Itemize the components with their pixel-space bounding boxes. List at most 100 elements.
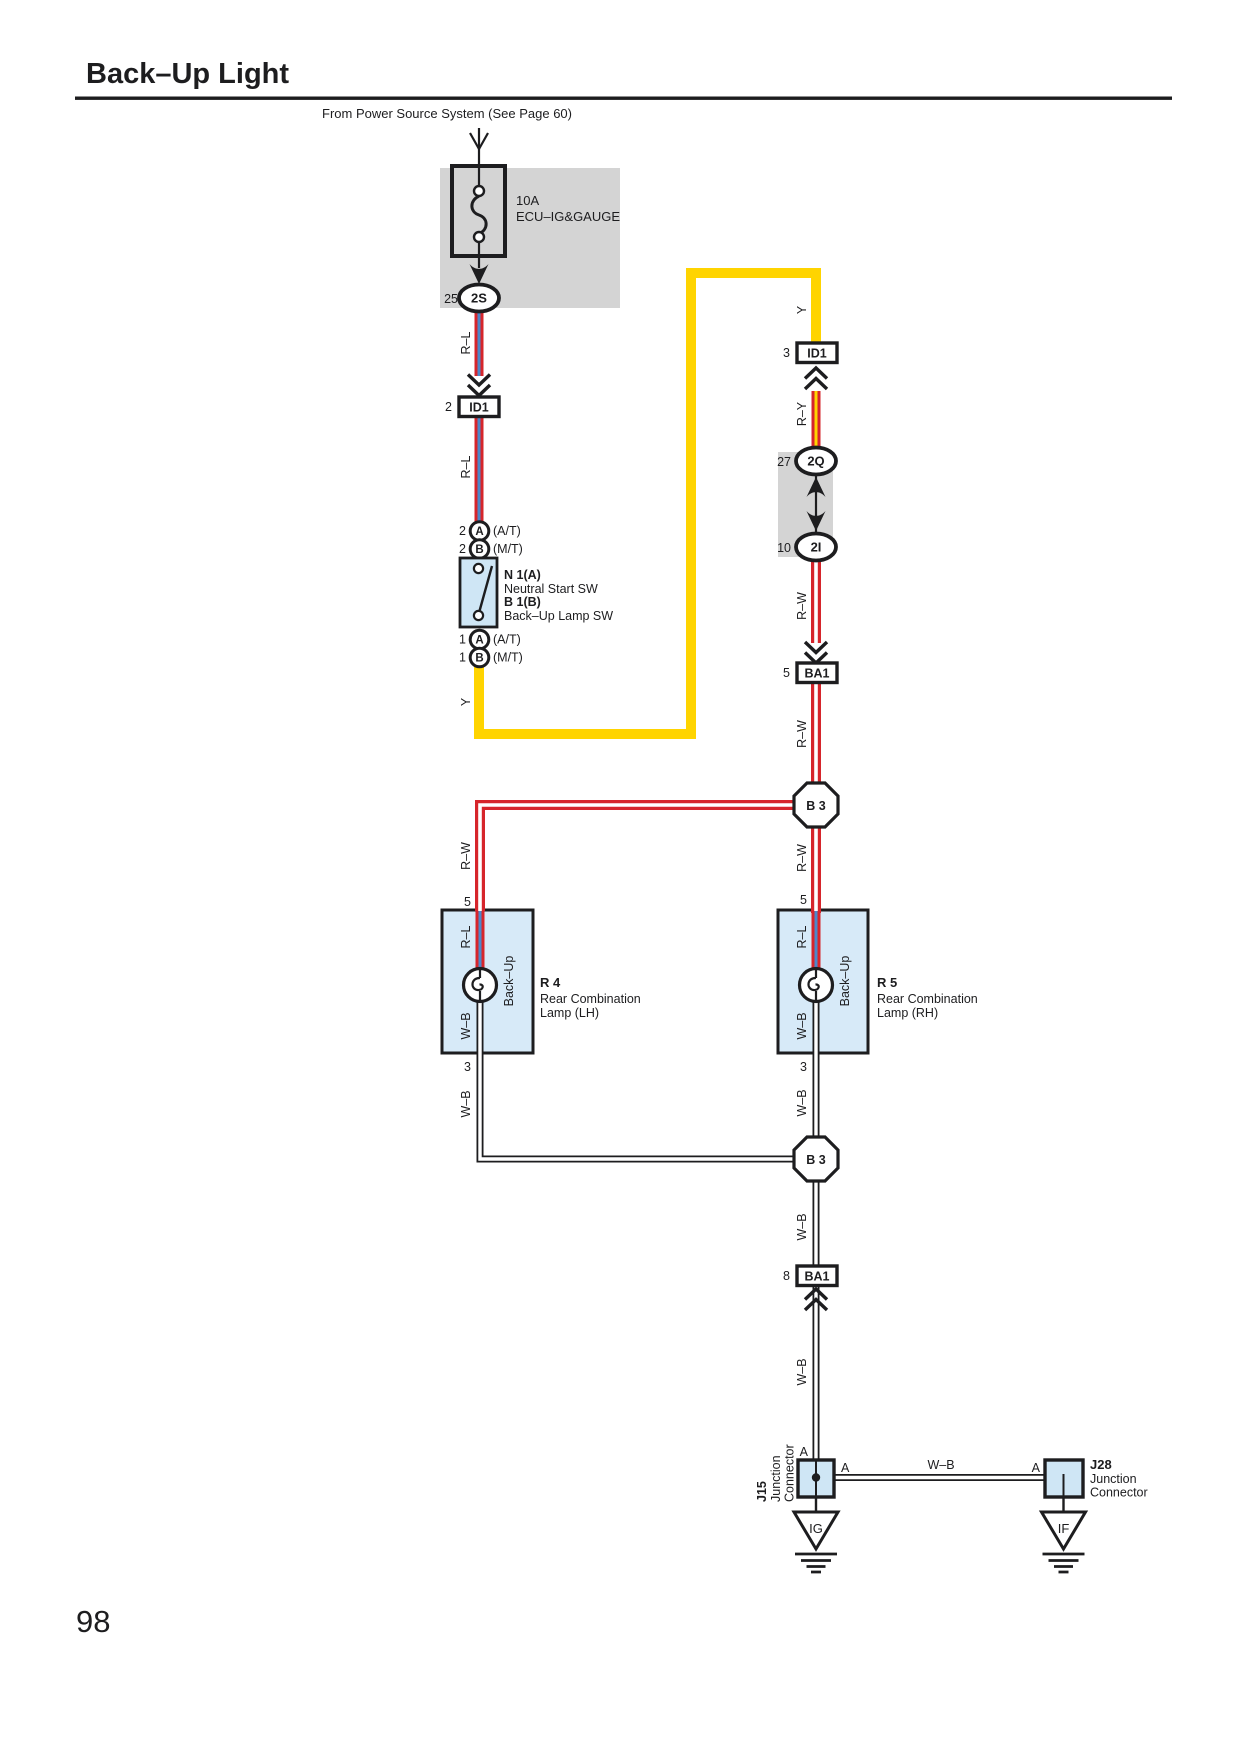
wire-label-y-left: Y	[459, 697, 473, 706]
title-rule	[75, 96, 1172, 100]
feed-arrowhead-icon	[469, 132, 489, 150]
terminal-1b	[468, 646, 491, 669]
fuse-rating: 10A	[516, 193, 539, 208]
connector-2i-code: 2I	[811, 540, 822, 555]
lamp-left-name2: Lamp (LH)	[540, 1006, 599, 1020]
connector-id1-left-code: ID1	[469, 401, 489, 415]
j15-name1: Junction	[769, 1455, 783, 1502]
ground-hatch	[1042, 1552, 1085, 1574]
ground-ig-icon	[791, 1497, 841, 1574]
pin-1a: 1	[459, 633, 466, 647]
lamp-right-wire-out-label: W–B	[795, 1012, 809, 1039]
symbols	[450, 164, 1089, 1574]
connector-ba1-lower-code: BA1	[804, 1270, 829, 1284]
lamp-left-pin-out: 3	[464, 1060, 471, 1074]
trans-mt-lower: (M/T)	[493, 651, 523, 665]
connector-2q-code: 2Q	[807, 454, 824, 469]
pin-5-ba1: 5	[783, 666, 790, 680]
fuse-element-icon	[470, 194, 488, 236]
wire-rw-left	[475, 800, 797, 911]
splice-b3-upper	[792, 781, 840, 829]
j15-pin-top: A	[800, 1445, 809, 1459]
terminal-2a-label: A	[475, 526, 483, 538]
lamp-right-pin-in: 5	[800, 893, 807, 907]
bulb-filament	[471, 976, 484, 992]
wire-label-wb-lower: W–B	[795, 1358, 809, 1385]
ground-if-icon	[1038, 1497, 1089, 1574]
terminal-1a-label: A	[475, 635, 483, 647]
bulb-filament	[807, 976, 820, 992]
trans-at-lower: (A/T)	[493, 633, 521, 647]
connector-2i	[794, 531, 838, 563]
arrow-down-icon	[469, 264, 489, 284]
terminal-1b-label: B	[475, 653, 483, 665]
connector-id1-right	[795, 341, 839, 365]
splice-b3-upper-code: B 3	[806, 799, 826, 813]
wire-label-rw-left: R–W	[459, 842, 473, 870]
connector-ba1-upper-code: BA1	[804, 667, 829, 681]
bulb-left-icon	[461, 966, 499, 1004]
wire-label-ry: R–Y	[795, 401, 809, 426]
splice-b3-lower-code: B 3	[806, 1153, 826, 1167]
fuse-terminal-top	[472, 184, 486, 198]
pin-2b: 2	[459, 542, 466, 556]
chevron-down-icon	[803, 640, 829, 666]
connector-2s	[457, 282, 501, 314]
connector-ba1-lower	[795, 1264, 839, 1288]
lamp-left-name1: Rear Combination	[540, 992, 641, 1006]
wire-label-wb-below-right: W–B	[795, 1089, 809, 1116]
pin-2a: 2	[459, 524, 466, 538]
wire-label-wb-bottom: W–B	[927, 1458, 954, 1472]
splice-b3-lower	[792, 1135, 840, 1183]
switch-blade-icon	[478, 565, 494, 612]
j15-splice-dot	[811, 1473, 821, 1482]
j28-code: J28	[1090, 1457, 1112, 1472]
wire-rw-left-stripe	[478, 803, 797, 911]
page-number: 98	[76, 1604, 110, 1639]
lamp-left-box	[440, 908, 535, 1055]
connector-2s-code: 2S	[471, 291, 487, 306]
switch-contact-bottom	[472, 609, 485, 622]
ground-hatch	[795, 1552, 837, 1574]
pin-2: 2	[445, 400, 452, 414]
pin-10: 10	[777, 541, 791, 555]
wire-wb-left-stripe	[478, 1000, 796, 1161]
switch-contact-top	[472, 562, 485, 575]
j28-name2: Connector	[1090, 1486, 1148, 1500]
connector-id1-right-code: ID1	[807, 347, 827, 361]
wire-label-wb-mid: W–B	[795, 1213, 809, 1240]
lamp-left-pin-in: 5	[464, 895, 471, 909]
pin-8: 8	[783, 1269, 790, 1283]
page-title: Back–Up Light	[86, 58, 289, 90]
trans-mt-upper: (M/T)	[493, 542, 523, 556]
connector-id1-left	[457, 395, 501, 419]
wire-label-rl1: R–L	[459, 331, 473, 354]
fuse-box	[450, 164, 507, 258]
chevron-up-icon	[803, 1286, 829, 1312]
wire-label-y-right: Y	[795, 305, 809, 314]
power-source-note: From Power Source System (See Page 60)	[322, 106, 572, 121]
lamp-right-wire-in-label: R–L	[795, 925, 809, 948]
j28-name1: Junction	[1090, 1472, 1137, 1486]
wire-label-rw2: R–W	[795, 720, 809, 748]
wire-label-rl2: R–L	[459, 455, 473, 478]
switch-code-b: B 1(B)	[504, 595, 541, 609]
lamp-right-pin-out: 3	[800, 1060, 807, 1074]
lamp-left-bulb-label: Back–Up	[502, 956, 516, 1007]
lamp-right-code: R 5	[877, 975, 897, 990]
labels: 10A ECU–IG&GAUGE 25 2S R–L R–L 2 ID1 2 A…	[444, 193, 1148, 1536]
pin-27: 27	[777, 455, 791, 469]
connector-2q	[794, 445, 838, 477]
ground-if-label: IF	[1058, 1521, 1070, 1536]
lamp-right-name2: Lamp (RH)	[877, 1006, 938, 1020]
wires	[469, 128, 1064, 1481]
ground-triangle	[791, 1510, 841, 1552]
fuse-name: ECU–IG&GAUGE	[516, 209, 620, 224]
lamp-left-code: R 4	[540, 975, 561, 990]
ground-ig-label: IG	[809, 1521, 823, 1536]
lamp-right-name1: Rear Combination	[877, 992, 978, 1006]
connector-ba1-upper	[795, 661, 839, 685]
switch-code-a: N 1(A)	[504, 568, 541, 582]
